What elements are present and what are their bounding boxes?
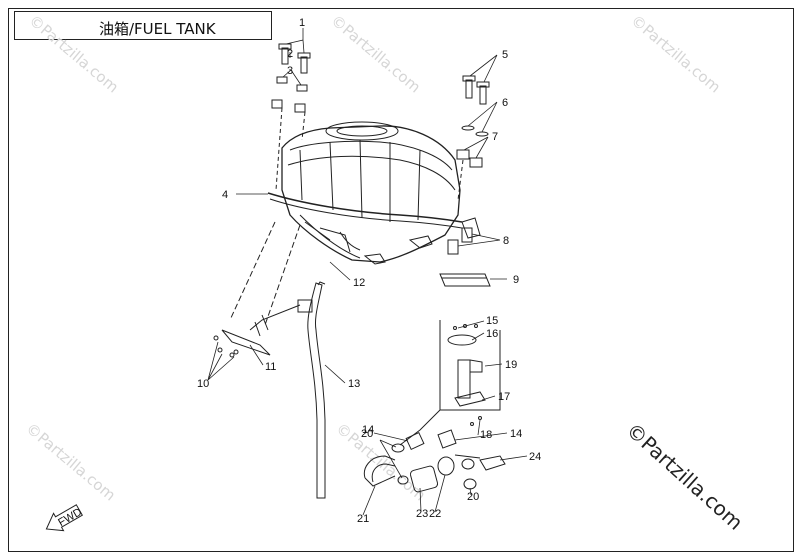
diagram-frame — [8, 8, 794, 552]
callout-21: 21 — [357, 513, 369, 525]
callout-1: 1 — [299, 17, 305, 29]
title-box: 油箱/FUEL TANK — [14, 11, 272, 40]
callout-7: 7 — [492, 131, 498, 143]
callout-22: 22 — [429, 508, 441, 520]
callout-9: 9 — [513, 274, 519, 286]
callout-14-left: 14 — [362, 424, 374, 436]
watermark-1: ©Partzilla.com — [25, 11, 122, 96]
watermark-large: ©Partzilla.com — [622, 418, 748, 535]
fwd-label: FWD — [56, 506, 84, 529]
callout-24: 24 — [529, 451, 541, 463]
callout-15: 15 — [486, 315, 498, 327]
callout-13: 13 — [348, 378, 360, 390]
callout-3: 3 — [287, 65, 293, 77]
callout-19: 19 — [505, 359, 517, 371]
callout-16: 16 — [486, 328, 498, 340]
callout-18: 18 — [480, 429, 492, 441]
fwd-arrow-icon — [45, 504, 84, 532]
callout-12: 12 — [353, 277, 365, 289]
diagram-title: 油箱/FUEL TANK — [99, 20, 216, 38]
bolts-right — [456, 75, 490, 201]
callout-17: 17 — [498, 391, 510, 403]
watermark-5: ©Partzilla.com — [332, 419, 429, 504]
callout-5: 5 — [502, 49, 508, 61]
callout-6: 6 — [502, 97, 508, 109]
watermark-3: ©Partzilla.com — [627, 11, 724, 96]
watermark-4: ©Partzilla.com — [22, 419, 119, 504]
callout-11: 11 — [265, 361, 276, 373]
callout-20-left: 20 — [361, 428, 373, 440]
pump-module — [399, 320, 501, 446]
fuel-tank — [267, 121, 481, 265]
callout-labels: 1 2 3 4 5 6 7 8 9 10 11 12 13 14 14 15 1… — [56, 17, 541, 529]
watermark-2: ©Partzilla.com — [327, 11, 424, 96]
callout-10: 10 — [197, 378, 209, 390]
callout-4: 4 — [222, 189, 228, 201]
callout-8: 8 — [503, 235, 509, 247]
callout-20-right: 20 — [467, 491, 479, 503]
fuel-line-assembly — [363, 429, 506, 493]
fuel-pump-assembly — [213, 221, 313, 358]
callout-23: 23 — [416, 508, 428, 520]
callout-14-right: 14 — [510, 428, 522, 440]
bolts-left — [271, 43, 311, 191]
vent-hose — [307, 281, 326, 499]
leader-lines — [207, 28, 528, 516]
pads — [439, 227, 491, 287]
callout-2: 2 — [287, 48, 293, 60]
